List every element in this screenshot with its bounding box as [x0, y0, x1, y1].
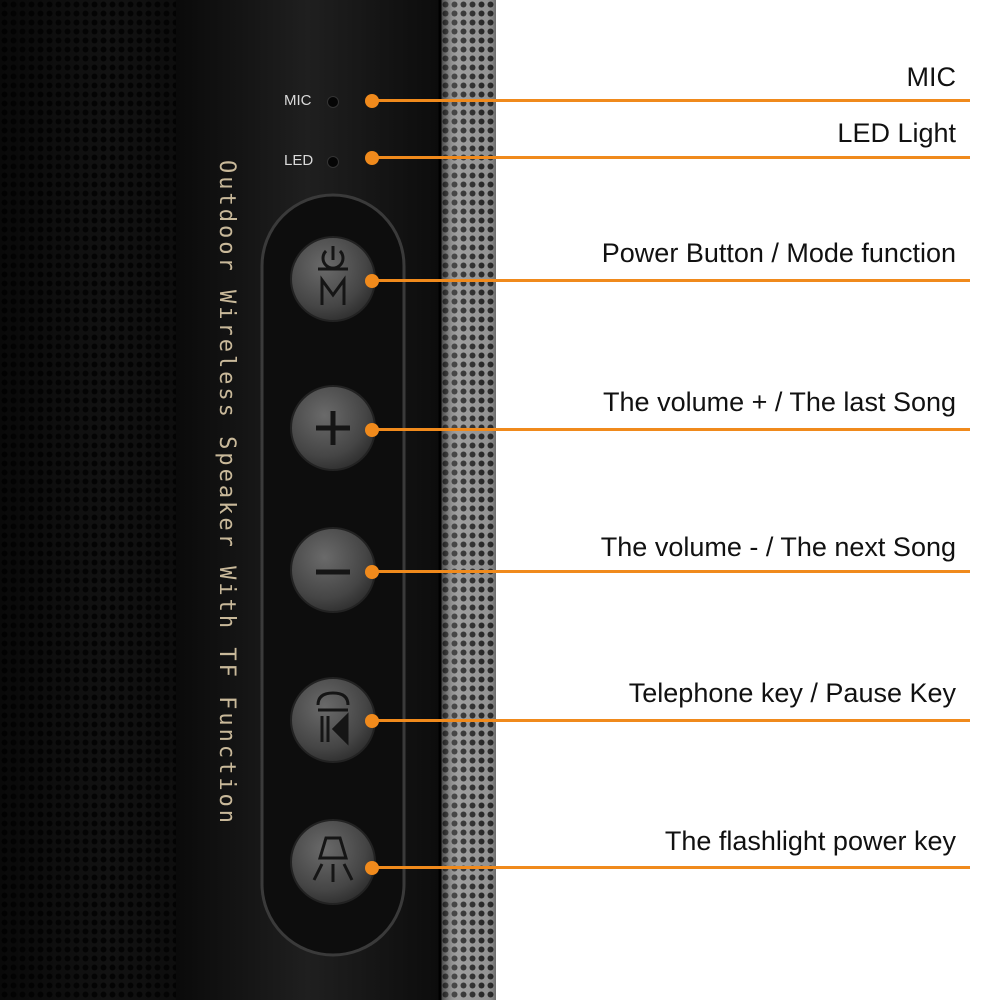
speaker-side-text: Outdoor Wireless Speaker With TF Functio…: [214, 160, 239, 827]
mic-hole: [327, 96, 339, 108]
led-print: LED: [284, 152, 314, 169]
callout-label-volume-down: The volume - / The next Song: [600, 532, 956, 562]
callout-dot-volume-up: [365, 423, 379, 437]
callout-label-flashlight: The flashlight power key: [664, 826, 956, 856]
callout-dot-volume-down: [365, 565, 379, 579]
callout-label-power: Power Button / Mode function: [601, 238, 956, 268]
callout-label-mic: MIC: [906, 62, 957, 92]
callout-line-phone: [372, 719, 970, 722]
callout-line-led: [372, 156, 970, 159]
callout-dot-power: [365, 274, 379, 288]
callout-dot-mic: [365, 94, 379, 108]
callout-dot-phone: [365, 714, 379, 728]
led-indicator: [327, 156, 339, 168]
callout-line-power: [372, 279, 970, 282]
callout-line-volume-up: [372, 428, 970, 431]
callout-label-led: LED Light: [837, 118, 956, 148]
callout-label-volume-up: The volume + / The last Song: [603, 387, 956, 417]
callout-line-mic: [372, 99, 970, 102]
callout-line-volume-down: [372, 570, 970, 573]
callout-dot-led: [365, 151, 379, 165]
callout-dot-flashlight: [365, 861, 379, 875]
mic-print: MIC: [284, 92, 312, 109]
callout-label-phone: Telephone key / Pause Key: [628, 678, 956, 708]
callout-line-flashlight: [372, 866, 970, 869]
